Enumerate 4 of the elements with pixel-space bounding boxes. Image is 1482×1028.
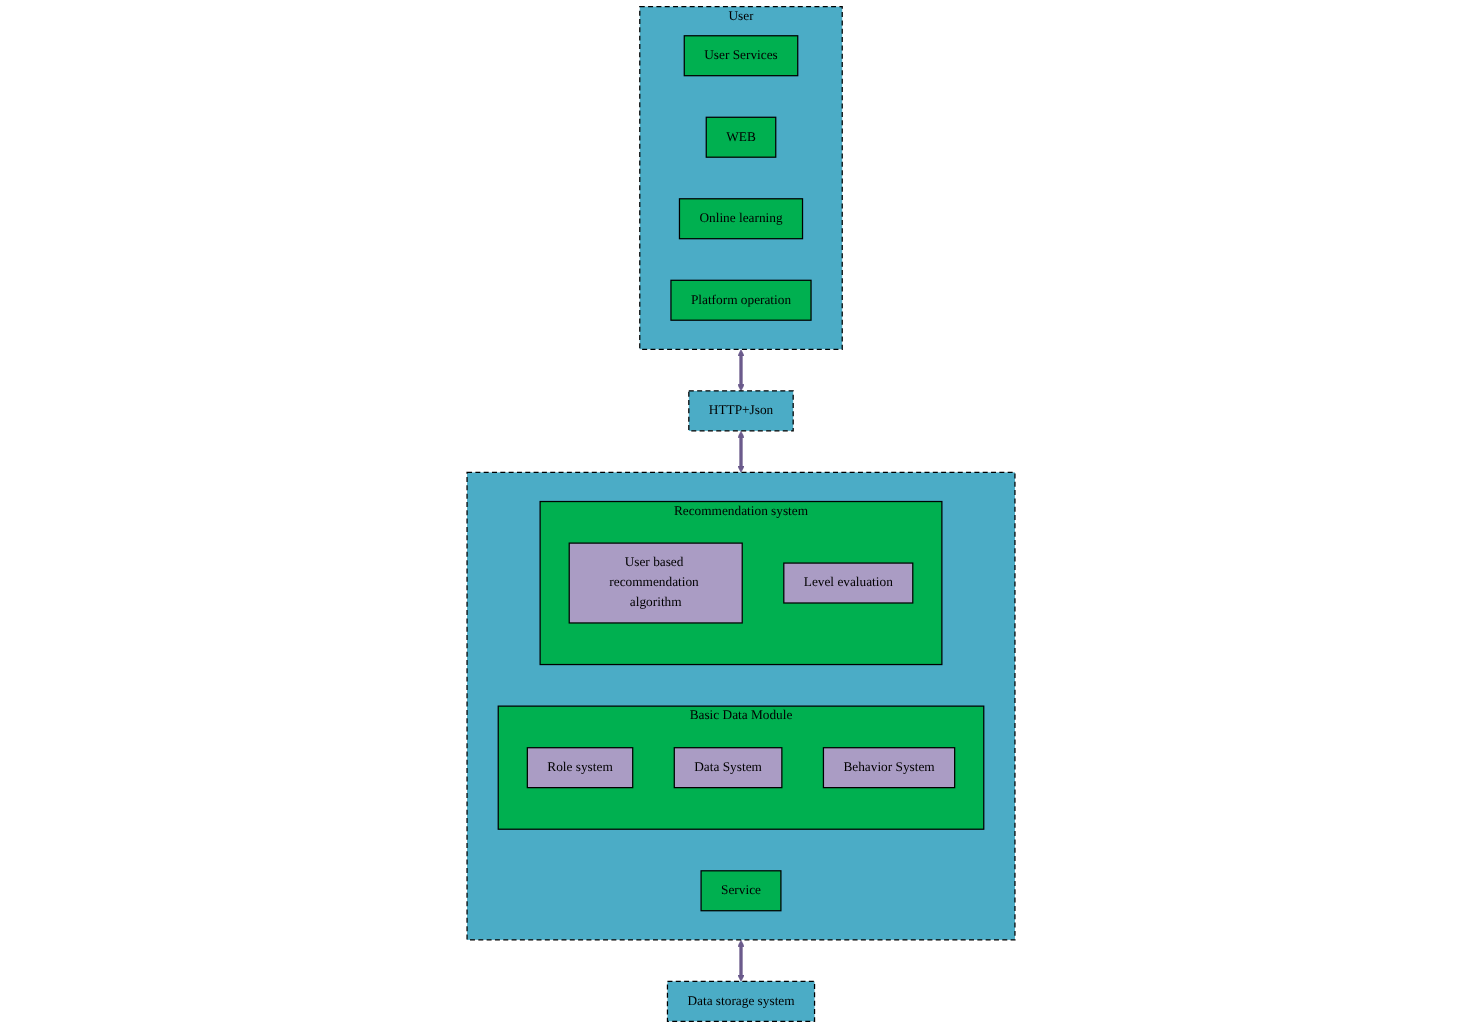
cluster	[466, 471, 1016, 941]
arrow	[737, 349, 745, 392]
arrow	[737, 939, 745, 982]
arrow	[737, 430, 745, 473]
